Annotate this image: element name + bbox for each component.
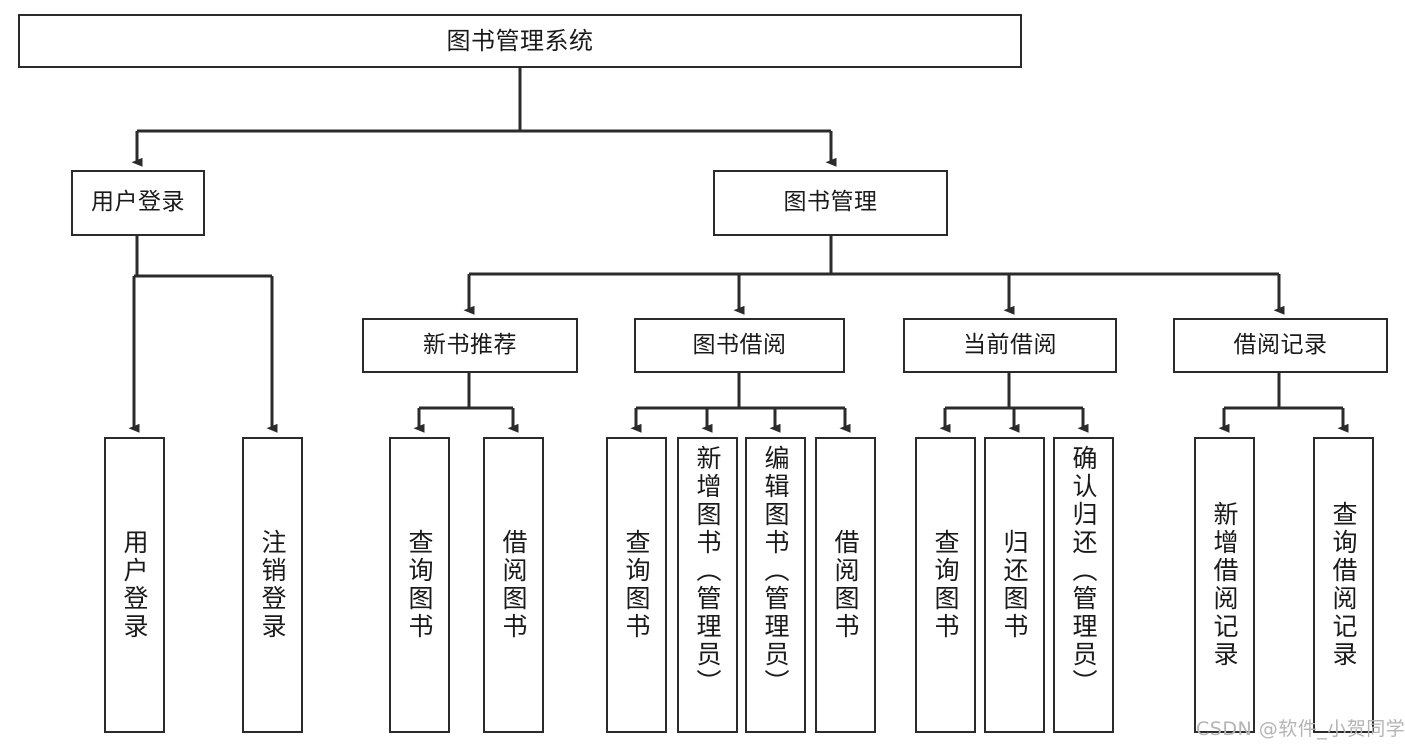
node-label: 当前借阅 <box>963 331 1057 358</box>
node-current-borrow[interactable]: 当前借阅 <box>903 318 1117 373</box>
node-leaf-return-book[interactable]: 归还图书 <box>984 437 1045 733</box>
node-label: 用户登录 <box>91 189 185 216</box>
node-leaf-logout-login[interactable]: 注销登录 <box>242 437 303 733</box>
node-label: 查询图书 <box>931 529 960 641</box>
node-book-borrow[interactable]: 图书借阅 <box>634 318 845 373</box>
node-leaf-query-book-current[interactable]: 查询图书 <box>915 437 976 733</box>
node-root-system[interactable]: 图书管理系统 <box>18 14 1022 68</box>
node-label: 归还图书 <box>1000 529 1029 641</box>
node-leaf-edit-book[interactable]: 编辑图书（管理员） <box>745 437 806 733</box>
node-label: 查询借阅记录 <box>1329 501 1358 669</box>
node-label: 注销登录 <box>258 529 287 641</box>
node-label: 借阅图书 <box>499 529 528 641</box>
node-leaf-user-login[interactable]: 用户登录 <box>104 437 165 733</box>
node-label: 借阅记录 <box>1233 331 1328 358</box>
node-new-book-recommend[interactable]: 新书推荐 <box>362 318 578 373</box>
node-label: 图书管理系统 <box>446 26 594 55</box>
node-leaf-borrow-book-recommend[interactable]: 借阅图书 <box>483 437 544 733</box>
node-book-manage[interactable]: 图书管理 <box>713 170 948 236</box>
node-label: 确认归还（管理员） <box>1069 445 1098 697</box>
node-label: 查询图书 <box>622 529 651 641</box>
node-label: 图书管理 <box>783 189 878 216</box>
node-label: 查询图书 <box>405 529 434 641</box>
node-label: 编辑图书（管理员） <box>761 445 790 697</box>
node-label: 新增图书（管理员） <box>693 445 722 697</box>
node-leaf-add-book[interactable]: 新增图书（管理员） <box>677 437 738 733</box>
node-borrow-record[interactable]: 借阅记录 <box>1173 318 1388 373</box>
node-label: 借阅图书 <box>831 529 860 641</box>
node-leaf-borrow-book[interactable]: 借阅图书 <box>815 437 876 733</box>
node-label: 图书借阅 <box>692 331 787 358</box>
node-leaf-query-book-recommend[interactable]: 查询图书 <box>389 437 450 733</box>
node-leaf-query-borrow-record[interactable]: 查询借阅记录 <box>1313 437 1374 733</box>
node-label: 新增借阅记录 <box>1210 501 1239 669</box>
node-leaf-confirm-return[interactable]: 确认归还（管理员） <box>1053 437 1114 733</box>
node-label: 新书推荐 <box>423 331 517 358</box>
node-user-login[interactable]: 用户登录 <box>71 170 205 236</box>
node-leaf-query-book-borrow[interactable]: 查询图书 <box>606 437 667 733</box>
node-leaf-add-borrow-record[interactable]: 新增借阅记录 <box>1194 437 1255 733</box>
node-label: 用户登录 <box>120 529 149 641</box>
